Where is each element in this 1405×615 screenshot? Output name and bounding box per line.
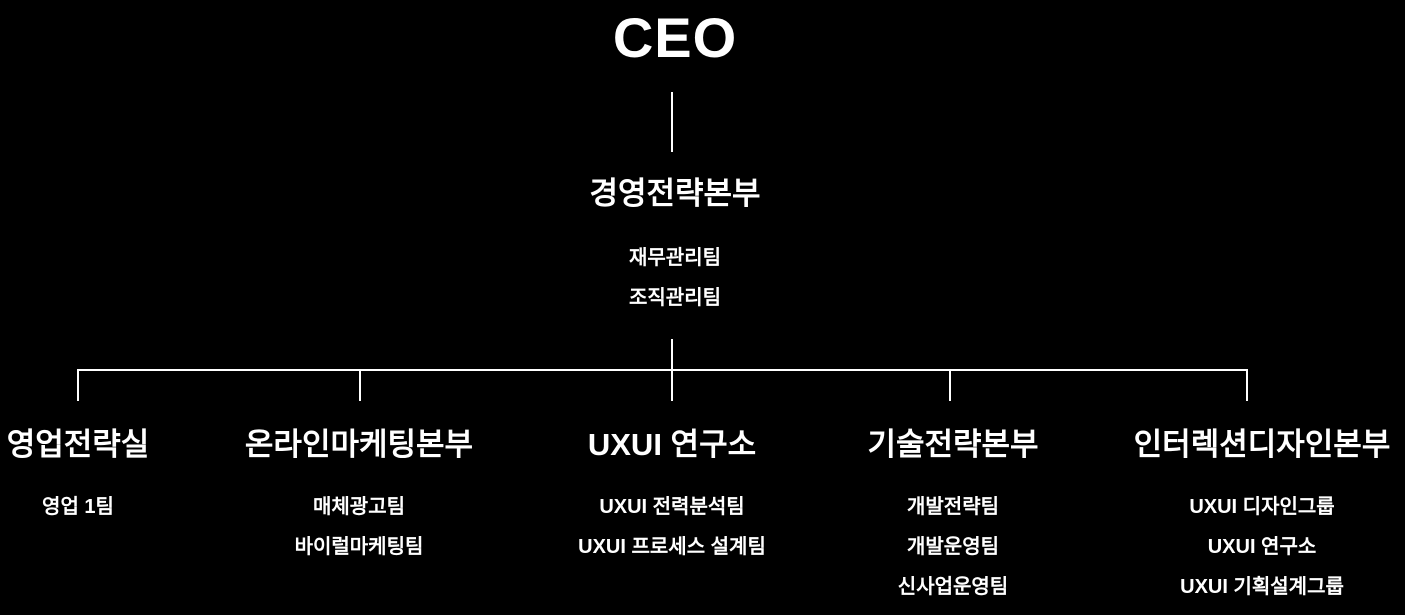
team-item: UXUI 연구소 <box>1207 536 1317 558</box>
branch-title: 온라인마케팅본부 <box>244 427 474 462</box>
branch-sales-strategy: 영업전략실 영업 1팀 <box>7 425 150 535</box>
team-item: UXUI 디자인그룹 <box>1189 496 1335 518</box>
connector-branch-bus <box>78 369 1248 371</box>
connector-drop-1 <box>77 369 79 401</box>
team-item: 매체광고팀 <box>312 496 405 518</box>
team-item: 신사업운영팀 <box>897 576 1009 598</box>
hq-title: 경영전략본부 <box>589 176 761 211</box>
branch-title: UXUI 연구소 <box>587 427 757 462</box>
branch-teams: 영업 1팀 <box>7 495 150 519</box>
ceo-title: CEO <box>612 6 738 69</box>
team-item: 조직관리팀 <box>629 287 721 309</box>
branch-online-marketing: 온라인마케팅본부 매체광고팀 바이럴마케팅팀 <box>245 425 473 575</box>
branch-interaction-design: 인터렉션디자인본부 UXUI 디자인그룹 UXUI 연구소 UXUI 기획설계그… <box>1134 425 1391 615</box>
hq-teams: 재무관리팀 조직관리팀 <box>589 246 760 310</box>
branch-tech-strategy: 기술전략본부 개발전략팀 개발운영팀 신사업운영팀 <box>867 425 1038 615</box>
team-item: 개발전략팀 <box>907 496 999 518</box>
connector-drop-3 <box>671 369 673 401</box>
team-item: 재무관리팀 <box>629 247 721 269</box>
branch-teams: UXUI 전력분석팀 UXUI 프로세스 설계팀 <box>578 495 766 559</box>
branch-title: 인터렉션디자인본부 <box>1133 427 1391 462</box>
branch-teams: 개발전략팀 개발운영팀 신사업운영팀 <box>867 495 1038 599</box>
branch-teams: 매체광고팀 바이럴마케팅팀 <box>245 495 473 559</box>
branch-teams: UXUI 디자인그룹 UXUI 연구소 UXUI 기획설계그룹 <box>1134 495 1391 599</box>
hq-group: 경영전략본부 재무관리팀 조직관리팀 <box>589 174 760 326</box>
team-item: UXUI 기획설계그룹 <box>1180 576 1344 598</box>
connector-ceo-hq <box>671 92 673 152</box>
connector-hq-branches <box>671 339 673 369</box>
connector-drop-2 <box>359 369 361 401</box>
team-item: UXUI 전력분석팀 <box>599 496 745 518</box>
branch-uxui-lab: UXUI 연구소 UXUI 전력분석팀 UXUI 프로세스 설계팀 <box>578 425 766 575</box>
team-item: 바이럴마케팅팀 <box>294 536 424 558</box>
team-item: UXUI 프로세스 설계팀 <box>578 536 766 558</box>
branch-title: 기술전략본부 <box>867 427 1039 462</box>
team-item: 영업 1팀 <box>42 496 114 518</box>
team-item: 개발운영팀 <box>907 536 999 558</box>
connector-drop-5 <box>1246 369 1248 401</box>
branch-title: 영업전략실 <box>6 427 150 462</box>
connector-drop-4 <box>949 369 951 401</box>
